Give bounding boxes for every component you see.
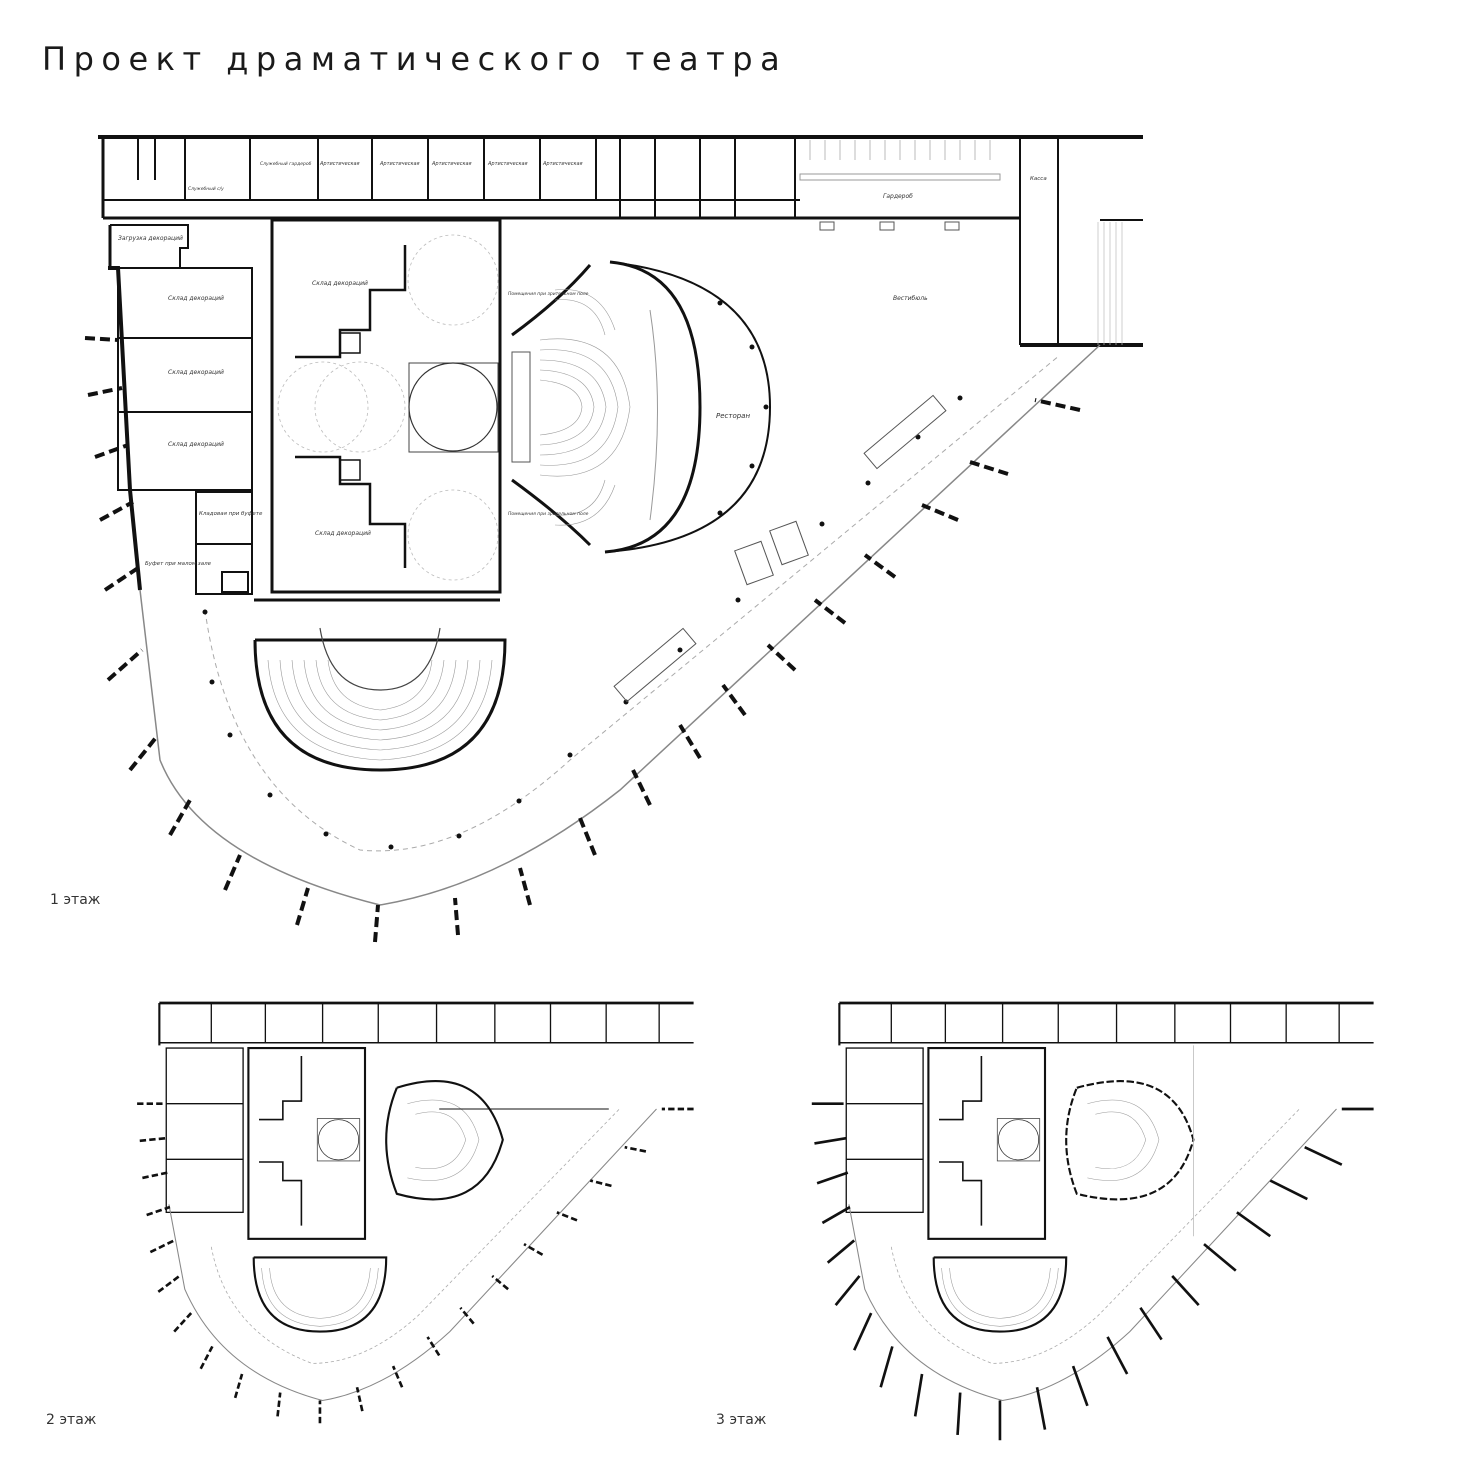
floor-1-label: 1 этаж — [50, 892, 101, 908]
label-artist-4: Артистическая — [487, 161, 528, 167]
page-title: Проект драматического театра — [42, 40, 788, 78]
floor-2-plan — [137, 1001, 694, 1424]
label-vestibul: Вестибюль — [893, 295, 928, 302]
label-bufet: Буфет при малом зале — [145, 561, 212, 567]
label-pomeshch-2: Помещения при зрительном поле — [508, 511, 589, 517]
floor-2-label: 2 этаж — [46, 1412, 97, 1428]
label-kladovaya: Кладовая при буфете — [199, 511, 263, 517]
label-sklad-5: Склад декораций — [315, 530, 371, 537]
label-artist-2: Артистическая — [379, 161, 420, 167]
label-artist-1: Артистическая — [319, 161, 360, 167]
floor-1-plan: Загрузка декораций Склад декораций Склад… — [84, 135, 1143, 943]
label-sluzh-garderob: Служебный гардероб — [260, 161, 312, 167]
label-restoran: Ресторан — [716, 412, 750, 420]
floor-3-plan — [811, 1001, 1374, 1441]
label-sklad-4: Склад декораций — [312, 280, 368, 287]
label-sklad-1: Склад декораций — [168, 295, 224, 302]
label-garderob: Гардероб — [883, 193, 913, 200]
label-sklad-2: Склад декораций — [168, 369, 224, 376]
label-artist-5: Артистическая — [542, 161, 583, 167]
label-pomeshch-1: Помещения при зрительном поле — [508, 291, 589, 297]
label-sluzh-su: Служебный с/у — [188, 186, 224, 192]
label-sklad-3: Склад декораций — [168, 441, 224, 448]
label-zagruzka: Загрузка декораций — [118, 235, 183, 242]
label-kassa: Касса — [1030, 176, 1047, 182]
label-artist-3: Артистическая — [431, 161, 472, 167]
floor-3-label: 3 этаж — [716, 1412, 767, 1428]
